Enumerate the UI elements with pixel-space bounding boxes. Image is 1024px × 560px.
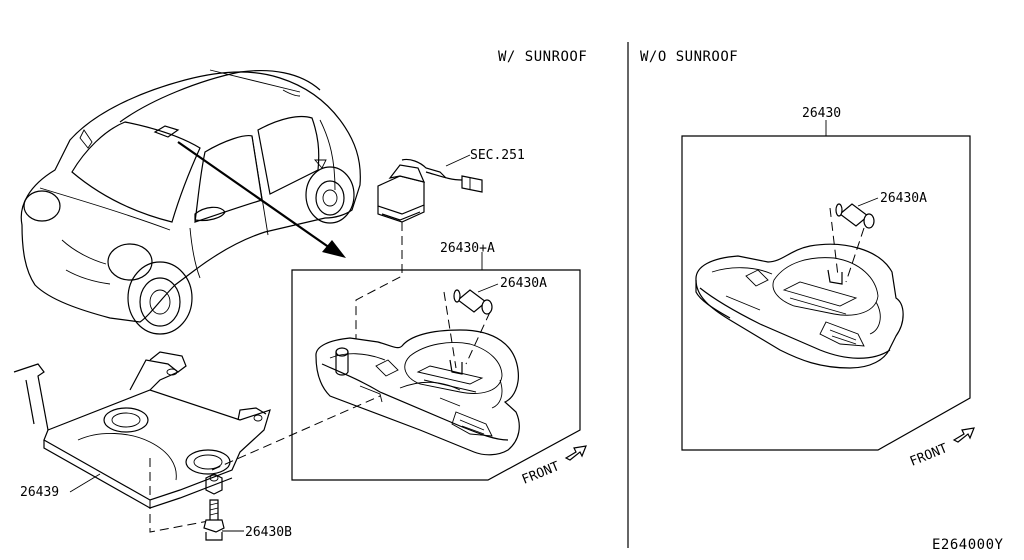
car-illustration — [20, 69, 361, 335]
header-with-sunroof: W/ SUNROOF — [498, 49, 587, 65]
switch-to-lamp-dashline — [355, 222, 403, 348]
bulb-without-leader — [857, 197, 879, 207]
front-arrow-with-icon — [564, 445, 587, 461]
location-arrowhead — [322, 240, 346, 258]
label-sec-251: SEC.251 — [470, 148, 525, 163]
label-bulb-with: 26430A — [500, 276, 547, 291]
bracket-leader — [69, 473, 101, 493]
screw-26430b — [203, 499, 225, 541]
bracket-dashline-left — [149, 458, 215, 533]
bulb-with-leader — [477, 283, 499, 293]
bracket-to-lamp-dashline — [211, 395, 381, 471]
location-arrow — [177, 141, 331, 249]
label-bracket: 26439 — [20, 485, 59, 500]
label-bulb-without: 26430A — [880, 191, 927, 206]
sunroof-switch-connector — [377, 158, 483, 223]
label-screw: 26430B — [245, 525, 292, 540]
bulb-with-sunroof — [453, 289, 493, 315]
bulb-without-dashline — [829, 207, 865, 283]
map-lamp-with-sunroof — [315, 329, 520, 456]
header-without-sunroof: W/O SUNROOF — [640, 49, 738, 65]
front-arrow-without-icon — [952, 427, 975, 443]
with-sunroof-frame — [291, 269, 581, 481]
label-front-with: FRONT — [520, 459, 562, 488]
map-lamp-without-sunroof — [695, 243, 904, 369]
label-assy-without: 26430 — [802, 106, 841, 121]
label-front-without: FRONT — [908, 441, 950, 470]
bulb-with-dashline — [443, 291, 491, 369]
label-assy-with: 26430+A — [440, 241, 495, 256]
bulb-without-sunroof — [835, 203, 875, 229]
without-sunroof-frame — [681, 135, 971, 451]
sec-251-leader — [445, 154, 471, 167]
diagram-code: E264000Y — [932, 537, 1004, 553]
bracket-26439 — [13, 351, 271, 509]
